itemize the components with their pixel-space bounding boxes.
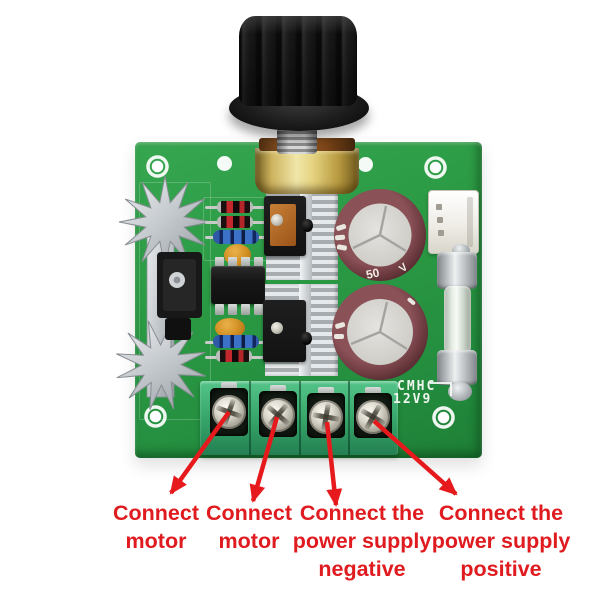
silkscreen-model: CMHC [397,379,437,394]
label-line: motor [125,529,187,553]
label-line: Connect the [299,501,425,525]
label-line: motor [218,529,280,553]
label-line: positive [460,557,542,581]
silkscreen-bracket [430,382,452,396]
terminal2-clamp [270,385,286,395]
ic-leg [228,304,237,315]
cap2-stripe [407,297,416,305]
diode3 [216,350,252,362]
left-star-heatsink [105,175,218,422]
cap1-stripe [335,234,346,241]
ic-leg [241,257,250,268]
mount-hole-bottom-left [142,403,169,430]
jst-pin [437,217,443,223]
jst-slot [467,197,473,247]
left-transistor-screw-center [173,276,181,284]
label-line: power supply [292,529,432,553]
ic-leg [215,257,224,268]
ic-leg [241,304,250,315]
cap1-vent-lines [352,205,407,253]
label-line: Connect [206,501,292,525]
cap1-stripe [336,244,347,251]
silkscreen-voltage: 12V9 [393,392,433,407]
terminal-divider [299,381,301,455]
transistor-bottom-screw [271,322,283,334]
mount-hole-top-left [144,153,171,180]
cap1-marking-value: 50 [365,265,381,282]
terminal-divider [249,381,251,455]
arrow-terminal3 [324,421,343,507]
pot-side-hole-left [217,156,232,171]
adjustment-knob [239,16,357,106]
ic-leg [228,257,237,268]
arrow-terminal4 [372,419,458,496]
fuse-glass-body [444,286,471,354]
arrow-terminal1 [169,410,231,495]
ceramic-capacitor2 [215,318,245,338]
transistor-top-screw [271,214,283,226]
resistor2 [213,335,259,348]
terminal1-clamp [221,382,237,392]
label-line: power supply [431,529,571,553]
silkscreen-outline-left [139,182,211,420]
ic-leg [254,257,263,268]
left-transistor-tab [165,318,191,340]
resistor1 [213,230,259,244]
fuse-cap-bottom [448,382,472,401]
label-power-positive: Connect the power supply positive [420,499,582,583]
arrow-terminal2 [249,416,280,503]
mount-hole-bottom-right [430,404,457,431]
transistor-bottom-lead-bead [301,332,312,345]
jst-pin [438,230,444,236]
ic-leg [254,304,263,315]
fuse-clip-bottom [437,350,477,385]
label-connect-motor-2: Connect motor [189,499,309,555]
mount-hole-top-right [422,154,449,181]
transistor-top-lead-bead [302,219,313,232]
cap1-stripe [336,224,347,231]
label-line: Connect [113,501,199,525]
label-power-negative: Connect the power supply negative [281,499,443,583]
terminal-screw-2 [261,398,295,432]
ic-leg [215,304,224,315]
cap2-stripe [334,334,344,339]
diode2 [217,216,253,228]
electrolytic-capacitor-1: 50 V [334,189,426,282]
pot-side-hole-right [358,157,373,172]
terminal4-clamp [365,387,381,397]
transistor-bottom [263,300,306,362]
label-connect-motor-1: Connect motor [96,499,216,555]
electrolytic-capacitor-2 [332,284,428,380]
fuse-clip-top [437,252,477,289]
label-line: Connect the [438,501,564,525]
jst-pin [436,204,442,210]
potentiometer-body [255,148,359,194]
cap2-stripe [335,322,346,329]
cap2-vent-lines [350,301,408,351]
diode1 [217,201,253,213]
terminal-divider [348,381,350,455]
dip8-ic [211,266,265,304]
label-line: negative [318,557,406,581]
terminal3-clamp [318,387,334,397]
